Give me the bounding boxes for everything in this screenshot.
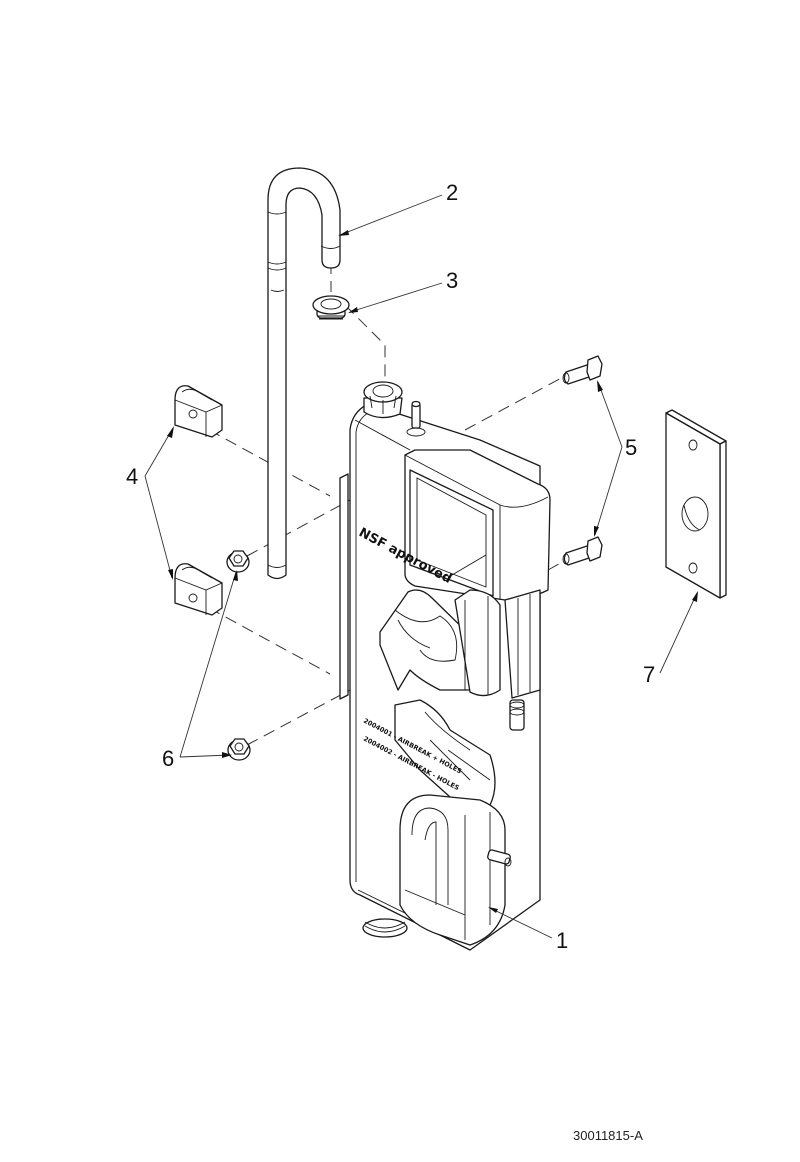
document-number: 30011815-A (573, 1128, 643, 1143)
callout-1: 1 (556, 928, 568, 953)
callout-5: 5 (625, 435, 637, 460)
grommet (312, 295, 350, 320)
leader-lines (144, 194, 698, 939)
callout-2: 2 (446, 180, 458, 205)
flange-nut-upper (226, 550, 250, 573)
drain-tube (267, 167, 341, 580)
screw-lower (562, 536, 603, 566)
callout-7: 7 (643, 662, 655, 687)
screw-upper (562, 355, 603, 385)
callout-6: 6 (162, 746, 174, 771)
mounting-plate (665, 409, 727, 599)
tube-clamp-upper (174, 385, 223, 438)
callout-4: 4 (126, 464, 138, 489)
tube-clamp-lower (174, 563, 223, 616)
callout-labels: 1 2 3 4 5 6 7 (126, 180, 655, 953)
airbreak-body: NSF approved 2004001 - AIRBREAK + HOLES … (339, 381, 551, 951)
callout-3: 3 (446, 268, 458, 293)
flange-nut-lower (227, 738, 251, 761)
